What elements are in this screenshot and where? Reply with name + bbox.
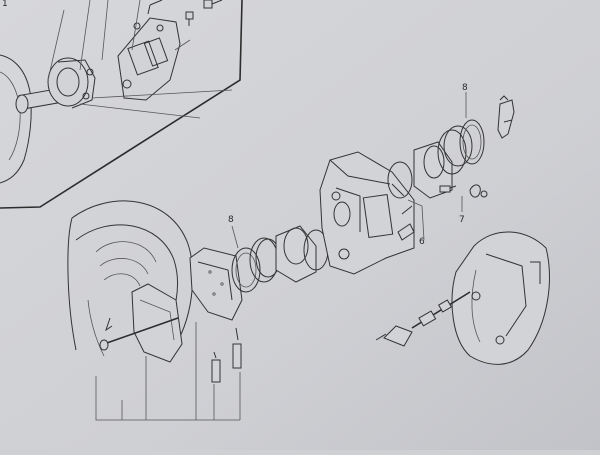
splash-shield [451,231,550,365]
leader-6 [407,199,425,241]
leader-lines-bottom [95,322,241,421]
piston-2 [413,141,453,199]
bleeder-valve [397,205,415,241]
callout-8-upper: 8 [462,83,468,93]
pad-clip-3 [232,327,242,369]
brake-disc [67,200,194,357]
inset-border [0,0,243,209]
seal-ring-4 [459,119,485,165]
brake-hose-fitting [375,325,413,347]
inset-shield [0,54,32,184]
seal-ring-1 [231,247,261,293]
bleed-nipple [439,185,457,193]
inset-panel: 1 [0,0,243,209]
pad-clip-1 [105,317,113,332]
retaining-pin [99,317,179,351]
callout-7: 7 [459,215,465,225]
callout-6: 6 [419,237,425,247]
dust-boot-2 [437,125,473,175]
callout-inset-1: 1 [2,0,8,9]
inset-hub-axle [15,57,96,114]
callout-8-lower: 8 [228,215,234,225]
pad-clip-2 [211,351,221,383]
pad-backing-plate [131,283,183,363]
guide-pin [411,291,471,329]
spring-clip [469,184,488,198]
seal-ring-3 [387,161,413,199]
brake-pad [189,247,243,321]
inset-bolt [185,0,223,26]
leader-8-lower [231,225,239,249]
retaining-spring [497,95,515,139]
caliper-body [319,151,415,275]
